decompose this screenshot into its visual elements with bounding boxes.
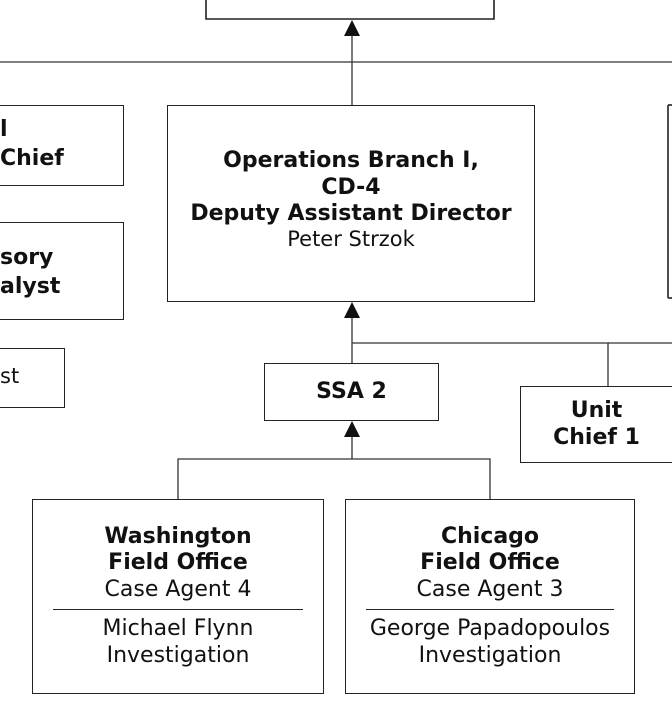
unit-chief-box: Unit Chief 1 (520, 386, 672, 463)
ops-line1: Operations Branch I, (223, 148, 479, 174)
cfo-case-line2: Investigation (418, 642, 562, 668)
ssa-box: SSA 2 (264, 363, 439, 421)
operations-branch-box: Operations Branch I, CD-4 Deputy Assista… (167, 105, 535, 302)
ssa-label: SSA 2 (316, 378, 387, 404)
left-partial-box-1-line2: Chief (0, 146, 64, 171)
wfo-case-line1: Michael Flynn (102, 616, 254, 642)
cfo-line2: Field Office (420, 550, 560, 576)
chicago-field-office-box: Chicago Field Office Case Agent 3 George… (345, 499, 635, 694)
wfo-line2: Field Office (108, 550, 248, 576)
washington-field-office-box: Washington Field Office Case Agent 4 Mic… (32, 499, 324, 694)
cfo-divider (366, 609, 614, 611)
cfo-line1: Chicago (440, 524, 540, 550)
cfo-case-line1: George Papadopoulos (369, 616, 611, 642)
wfo-divider (53, 609, 303, 611)
left-partial-box-3: st (0, 348, 65, 408)
ops-line2: CD-4 (321, 174, 381, 200)
ops-name: Peter Strzok (287, 227, 415, 252)
left-partial-box-2: sory alyst (0, 222, 124, 320)
left-partial-box-2-line2: alyst (0, 274, 61, 299)
left-partial-box-2-line1: sory (0, 245, 54, 270)
left-partial-box-1-line1: l (0, 117, 8, 142)
unit-chief-line2: Chief 1 (553, 424, 640, 450)
wfo-role: Case Agent 4 (104, 576, 252, 602)
ops-line3: Deputy Assistant Director (190, 201, 512, 227)
cfo-role: Case Agent 3 (416, 576, 564, 602)
wfo-case-line2: Investigation (106, 642, 250, 668)
unit-chief-line1: Unit (570, 398, 623, 424)
left-partial-box-3-line1: st (0, 364, 20, 388)
left-partial-box-1: l Chief (0, 105, 124, 186)
wfo-line1: Washington (104, 524, 252, 550)
